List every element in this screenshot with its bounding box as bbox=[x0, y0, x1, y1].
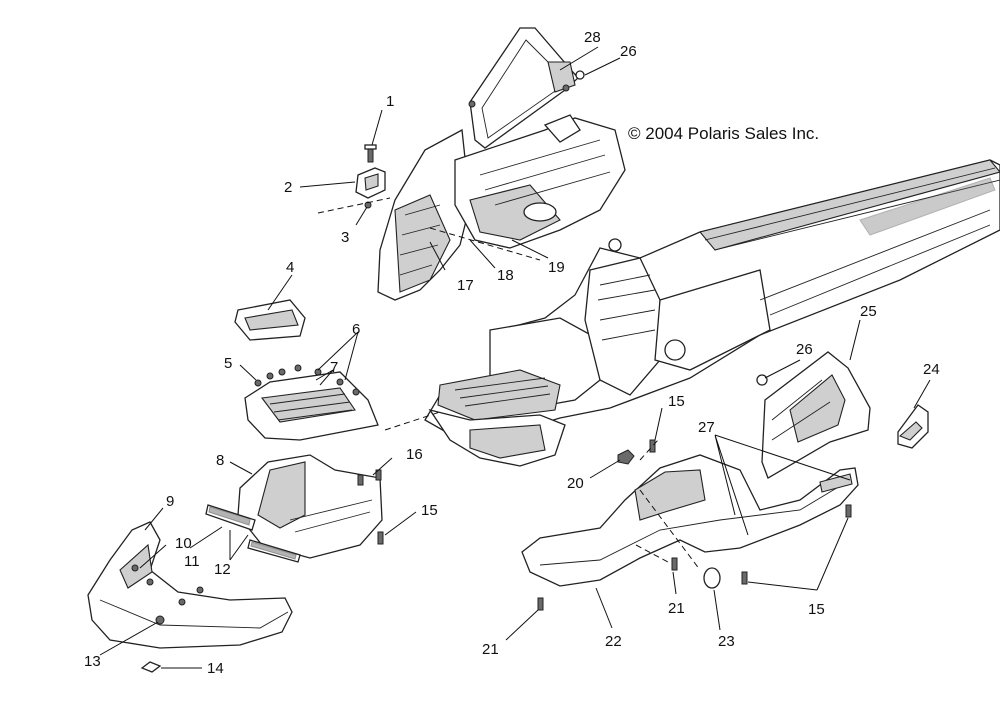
chassis-tunnel bbox=[424, 159, 1000, 467]
callout-20: 20 bbox=[567, 475, 584, 492]
callout-21a: 21 bbox=[668, 600, 685, 617]
callout-16: 16 bbox=[406, 446, 423, 463]
copyright-notice: © 2004 Polaris Sales Inc. bbox=[628, 124, 820, 143]
callout-15a: 15 bbox=[668, 393, 685, 410]
callout-26a: 26 bbox=[796, 341, 813, 358]
leader-lines bbox=[99, 46, 931, 669]
callout-14: 14 bbox=[207, 660, 224, 677]
callout-28: 28 bbox=[584, 29, 601, 46]
callout-19: 19 bbox=[548, 259, 565, 276]
front-bulkhead-17 bbox=[377, 128, 471, 301]
callout-26b: 26 bbox=[620, 43, 637, 60]
callout-27: 27 bbox=[698, 419, 715, 436]
callout-4: 4 bbox=[286, 259, 294, 276]
callout-1: 1 bbox=[386, 93, 394, 110]
fasteners bbox=[131, 70, 852, 611]
cover-4 bbox=[234, 299, 306, 341]
callout-17: 17 bbox=[457, 277, 474, 294]
callout-8: 8 bbox=[216, 452, 224, 469]
dash-panel-18-19 bbox=[454, 114, 626, 249]
callout-2: 2 bbox=[284, 179, 292, 196]
callout-10: 10 bbox=[175, 535, 192, 552]
windshield-panel-28 bbox=[468, 27, 579, 149]
callout-23: 23 bbox=[718, 633, 735, 650]
belly-pan-8 bbox=[205, 454, 383, 563]
callout-25: 25 bbox=[860, 303, 877, 320]
callout-22: 22 bbox=[605, 633, 622, 650]
side-panel-25 bbox=[756, 351, 929, 479]
callout-18: 18 bbox=[497, 267, 514, 284]
callout-7: 7 bbox=[330, 359, 338, 376]
callout-15b: 15 bbox=[421, 502, 438, 519]
callout-6: 6 bbox=[352, 321, 360, 338]
callout-labels: 1 2 3 4 5 6 7 8 9 10 11 12 13 14 15 15 1… bbox=[84, 29, 940, 677]
floor-tray-6-7 bbox=[244, 364, 379, 441]
callout-21b: 21 bbox=[482, 641, 499, 658]
callout-24: 24 bbox=[923, 361, 940, 378]
callout-3: 3 bbox=[341, 229, 349, 246]
callout-5: 5 bbox=[224, 355, 232, 372]
callout-9: 9 bbox=[166, 493, 174, 510]
callout-12: 12 bbox=[214, 561, 231, 578]
callout-13: 13 bbox=[84, 653, 101, 670]
callout-15c: 15 bbox=[808, 601, 825, 618]
bracket-2 bbox=[355, 144, 386, 209]
callout-11: 11 bbox=[184, 553, 200, 570]
